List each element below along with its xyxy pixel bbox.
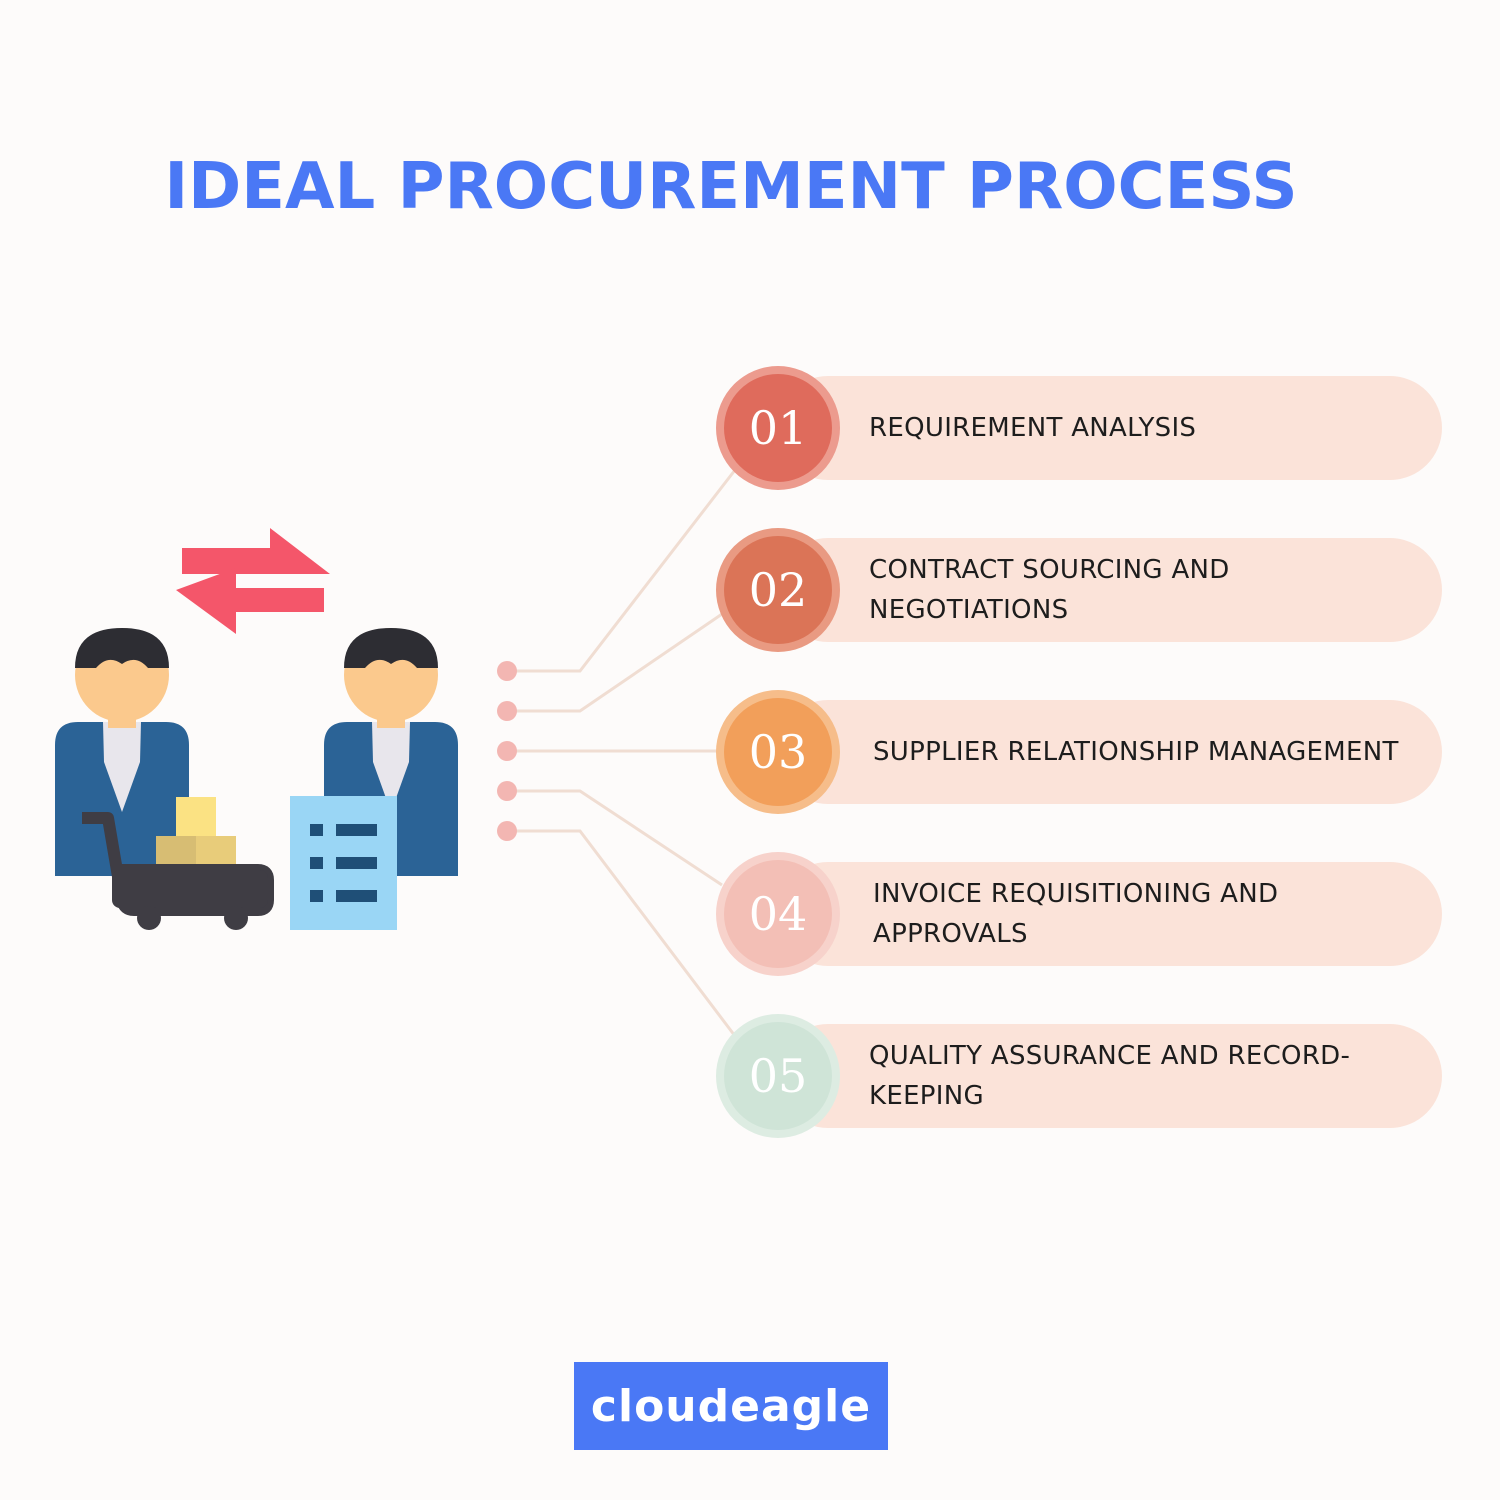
step-number: 01 (724, 374, 832, 482)
step-1: 01 REQUIREMENT ANALYSIS (716, 366, 1442, 490)
step-label: SUPPLIER RELATIONSHIP MANAGEMENT (873, 737, 1399, 767)
step-number: 03 (724, 698, 832, 806)
step-4: 04 INVOICE REQUISITIONING AND APPROVALS (716, 852, 1442, 976)
step-number-circle: 01 (716, 366, 840, 490)
step-number: 04 (724, 860, 832, 968)
step-label: CONTRACT SOURCING AND NEGOTIATIONS (869, 555, 1230, 625)
step-2: 02 CONTRACT SOURCING AND NEGOTIATIONS (716, 528, 1442, 652)
connector-dot (497, 741, 517, 761)
document-list-icon (290, 796, 397, 930)
step-number: 05 (724, 1022, 832, 1130)
cloudeagle-logo: cloudeagle (574, 1362, 888, 1450)
step-5: 05 QUALITY ASSURANCE AND RECORD-KEEPING (716, 1014, 1442, 1138)
step-pill (776, 1024, 1442, 1128)
connector-dot (497, 701, 517, 721)
step-number-circle: 05 (716, 1014, 840, 1138)
step-pill (776, 538, 1442, 642)
connector-dot (497, 661, 517, 681)
step-label: REQUIREMENT ANALYSIS (869, 413, 1197, 443)
step-pill (776, 700, 1442, 804)
connector-dot (497, 781, 517, 801)
step-pill (776, 862, 1442, 966)
buyer-person-icon (55, 628, 189, 876)
procurement-illustration (55, 528, 458, 930)
exchange-arrows-icon (176, 528, 330, 634)
page-title: IDEAL PROCUREMENT PROCESS (164, 150, 1298, 224)
step-number-circle: 03 (716, 690, 840, 814)
step-label: INVOICE REQUISITIONING AND APPROVALS (873, 879, 1279, 949)
step-3: 03 SUPPLIER RELATIONSHIP MANAGEMENT (716, 690, 1442, 814)
step-number-circle: 02 (716, 528, 840, 652)
step-pill (776, 376, 1442, 480)
step-label: QUALITY ASSURANCE AND RECORD-KEEPING (869, 1041, 1351, 1111)
connector-dot (497, 821, 517, 841)
shopping-cart-icon (82, 797, 274, 930)
step-number-circle: 04 (716, 852, 840, 976)
step-number: 02 (724, 536, 832, 644)
